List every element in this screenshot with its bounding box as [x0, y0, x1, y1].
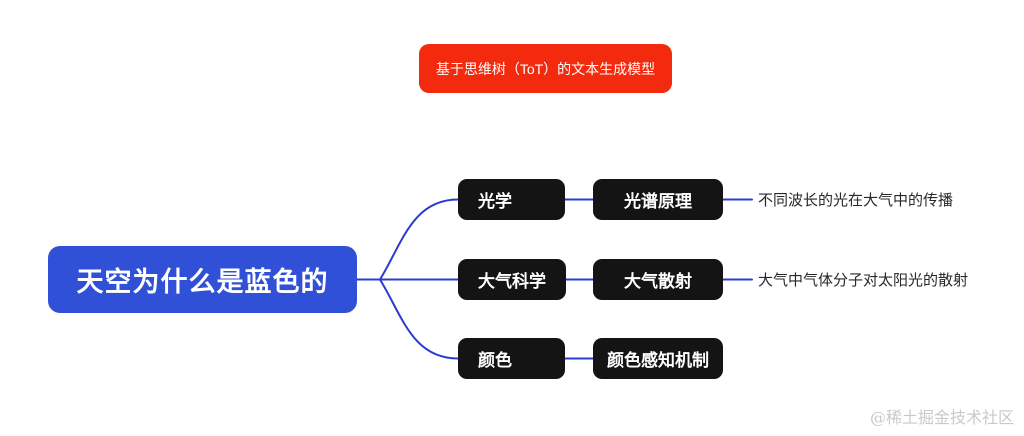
root-node[interactable]: 天空为什么是蓝色的	[48, 246, 357, 313]
topic-node-color[interactable]: 颜色	[458, 338, 565, 379]
connector-root-to-topic3	[379, 278, 459, 360]
detail-text-gas-molecule-scattering[interactable]: 大气中气体分子对太阳光的散射	[758, 272, 969, 289]
topic-node-atmospheric-science[interactable]: 大气科学	[458, 259, 566, 300]
watermark-label: @稀土掘金技术社区	[869, 408, 1014, 427]
subtopic-node-atmospheric-scattering[interactable]: 大气散射	[593, 259, 723, 300]
subtopic-node-spectrum-principle[interactable]: 光谱原理	[593, 179, 723, 220]
subtopic-node-color-perception[interactable]: 颜色感知机制	[593, 338, 723, 379]
topic-node-optics[interactable]: 光学	[458, 179, 565, 220]
detail-text-wavelength-propagation[interactable]: 不同波长的光在大气中的传播	[758, 192, 954, 209]
title-banner-node[interactable]: 基于思维树（ToT）的文本生成模型	[419, 44, 672, 93]
connector-root-to-topic1	[379, 198, 459, 281]
